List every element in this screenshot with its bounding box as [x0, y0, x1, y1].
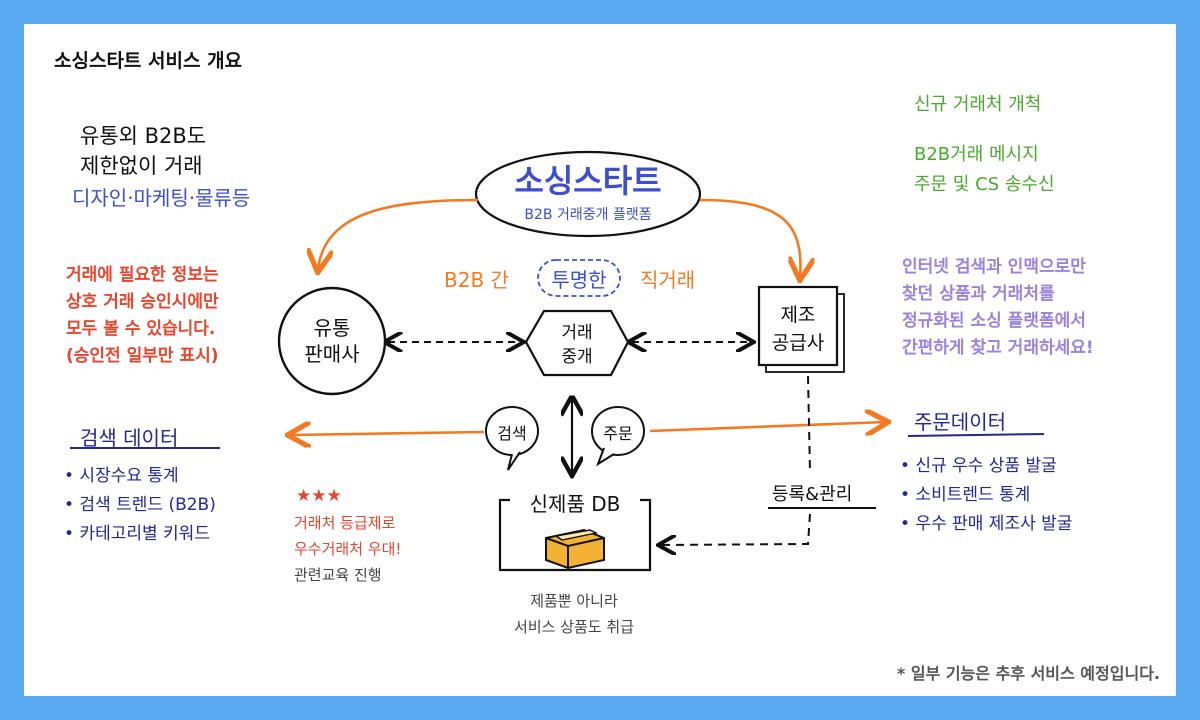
- diagram-graphics: [70, 150, 1045, 572]
- left-info-line: 상호 거래 승인시에만: [66, 292, 219, 312]
- topleft-note-line2: 제한없이 거래: [80, 154, 203, 178]
- topright-note-line2: B2B거래 메시지: [914, 144, 1039, 165]
- search-data-list: • 시장수요 통계 • 검색 트렌드 (B2B) • 카테고리별 키워드: [64, 462, 216, 549]
- topleft-note-line3: 디자인·마케팅·물류등: [72, 186, 251, 210]
- distributor-label-line2: 판매사: [304, 342, 360, 366]
- manufacturer-doc: [757, 285, 839, 367]
- grade-stars: ★★★: [296, 486, 342, 506]
- order-data-title: 주문데이터: [914, 410, 1006, 434]
- manufacturer-label-line2: 공급사: [771, 332, 825, 354]
- package-icon: [545, 528, 605, 570]
- grade-note-line1: 거래처 등급제로: [294, 514, 396, 532]
- register-label: 등록&관리: [772, 484, 853, 505]
- arrow-platform-to-manufacturer: [699, 198, 800, 278]
- db-title: 신제품 DB: [529, 492, 621, 516]
- search-bubble-label: 검색: [497, 424, 527, 443]
- dashed-manufacturer-register: [807, 375, 811, 473]
- arrow-to-search-data: [290, 432, 485, 435]
- broker-label-line2: 중개: [561, 347, 593, 367]
- highlight-oval: [537, 259, 621, 297]
- platform-subtitle: B2B 거래중개 플랫폼: [524, 207, 652, 223]
- footnote: * 일부 기능은 추후 서비스 예정입니다.: [896, 664, 1160, 683]
- order-data-item: • 신규 우수 상품 발굴: [900, 456, 1057, 476]
- platform-ellipse: [474, 150, 702, 238]
- page-title: 소싱스타트 서비스 개요: [54, 50, 243, 72]
- left-info-line: 모두 볼 수 있습니다.: [66, 319, 216, 339]
- order-bubble-label: 주문: [603, 424, 633, 443]
- right-info: 인터넷 검색과 인맥으로만 찾던 상품과 거래처를 정규화된 소싱 플랫폼에서 …: [902, 254, 1094, 362]
- db-note-line2: 서비스 상품도 취급: [514, 618, 634, 636]
- direct-trade-prefix: B2B 간: [444, 268, 509, 292]
- direct-trade-highlight: 투명한: [551, 268, 607, 292]
- arrow-platform-to-distributor: [318, 198, 479, 270]
- platform-name: 소싱스타트: [514, 162, 662, 200]
- search-data-item: • 카테고리별 키워드: [64, 524, 210, 544]
- right-info-line: 정규화된 소싱 플랫폼에서: [902, 311, 1086, 331]
- dashed-register-db: [660, 513, 811, 545]
- canvas-frame: 소싱스타트 서비스 개요 소싱스타트 B2B 거래중개 플랫폼 유통외 B2B도…: [24, 24, 1176, 696]
- right-info-line: 간편하게 찾고 거래하세요!: [902, 338, 1094, 358]
- arrow-to-order-data: [649, 422, 886, 431]
- topleft-note-line1: 유통외 B2B도: [80, 124, 207, 148]
- order-data-underline: [907, 433, 1045, 437]
- manufacturer-label-line1: 제조: [780, 304, 816, 326]
- db-box: [498, 498, 652, 572]
- right-info-line: 찾던 상품과 거래처를: [902, 284, 1055, 304]
- order-data-item: • 우수 판매 제조사 발굴: [900, 514, 1073, 534]
- order-data-item: • 소비트렌드 통계: [900, 485, 1031, 505]
- topright-note-line1: 신규 거래처 개척: [914, 94, 1042, 115]
- right-info-line: 인터넷 검색과 인맥으로만: [902, 257, 1086, 277]
- grade-note-line3: 관련교육 진행: [294, 566, 382, 584]
- left-info: 거래에 필요한 정보는 상호 거래 승인시에만 모두 볼 수 있습니다. (승인…: [66, 262, 219, 370]
- search-data-item: • 검색 트렌드 (B2B): [64, 495, 216, 515]
- broker-hexagon: [524, 309, 630, 377]
- search-data-item: • 시장수요 통계: [64, 466, 179, 486]
- broker-label-line1: 거래: [561, 323, 593, 343]
- topright-note-line3: 주문 및 CS 송수신: [914, 174, 1055, 195]
- order-bubble: [591, 406, 645, 456]
- search-data-title: 검색 데이터: [80, 426, 179, 450]
- direct-trade-suffix: 직거래: [640, 268, 696, 292]
- distributor-label-line1: 유통: [313, 316, 351, 340]
- left-info-line: (승인전 일부만 표시): [66, 346, 219, 366]
- grade-note-line2: 우수거래처 우대!: [294, 540, 402, 558]
- db-note-line1: 제품뿐 아니라: [530, 592, 618, 610]
- left-info-line: 거래에 필요한 정보는: [66, 265, 219, 285]
- order-data-list: • 신규 우수 상품 발굴 • 소비트렌드 통계 • 우수 판매 제조사 발굴: [900, 452, 1072, 539]
